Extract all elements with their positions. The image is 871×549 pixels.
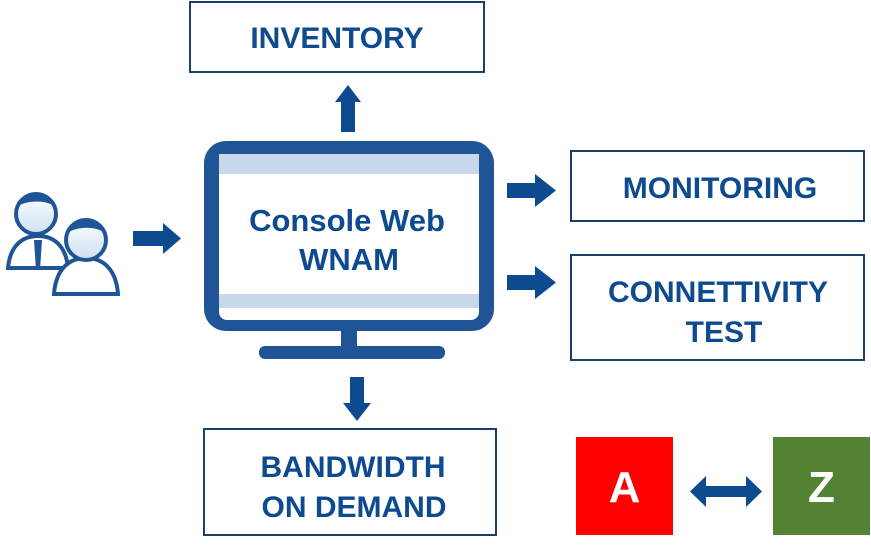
- endpoint-a: A: [576, 437, 673, 535]
- monitoring-label: MONITORING: [623, 172, 817, 205]
- bandwidth-label-line2: ON DEMAND: [262, 491, 447, 524]
- endpoint-a-label: A: [609, 463, 641, 512]
- arrow-to-connectivity: [507, 266, 556, 299]
- monitoring-box: MONITORING: [570, 150, 865, 222]
- arrow-to-monitoring: [507, 174, 556, 207]
- endpoint-z-label: Z: [808, 463, 835, 512]
- bandwidth-label-line1: BANDWIDTH: [261, 451, 446, 484]
- arrow-down-bandwidth: [343, 377, 371, 421]
- bandwidth-on-demand-box: BANDWIDTH ON DEMAND: [203, 428, 497, 536]
- endpoint-z: Z: [773, 437, 870, 535]
- connectivity-test-box: CONNETTIVITY TEST: [570, 254, 865, 361]
- arrow-up-inventory: [335, 85, 361, 132]
- console-label-line2: WNAM: [299, 242, 399, 277]
- monitor-icon: Console Web WNAM: [204, 141, 494, 359]
- arrow-users-to-console: [133, 223, 181, 254]
- connectivity-label-line2: TEST: [686, 316, 763, 349]
- connectivity-label-line1: CONNETTIVITY: [608, 276, 828, 309]
- console-label-line1: Console Web: [249, 203, 445, 238]
- inventory-label: INVENTORY: [250, 22, 423, 55]
- double-arrow-a-z: [690, 476, 762, 507]
- users-icon: [5, 192, 121, 296]
- inventory-box: INVENTORY: [189, 1, 485, 73]
